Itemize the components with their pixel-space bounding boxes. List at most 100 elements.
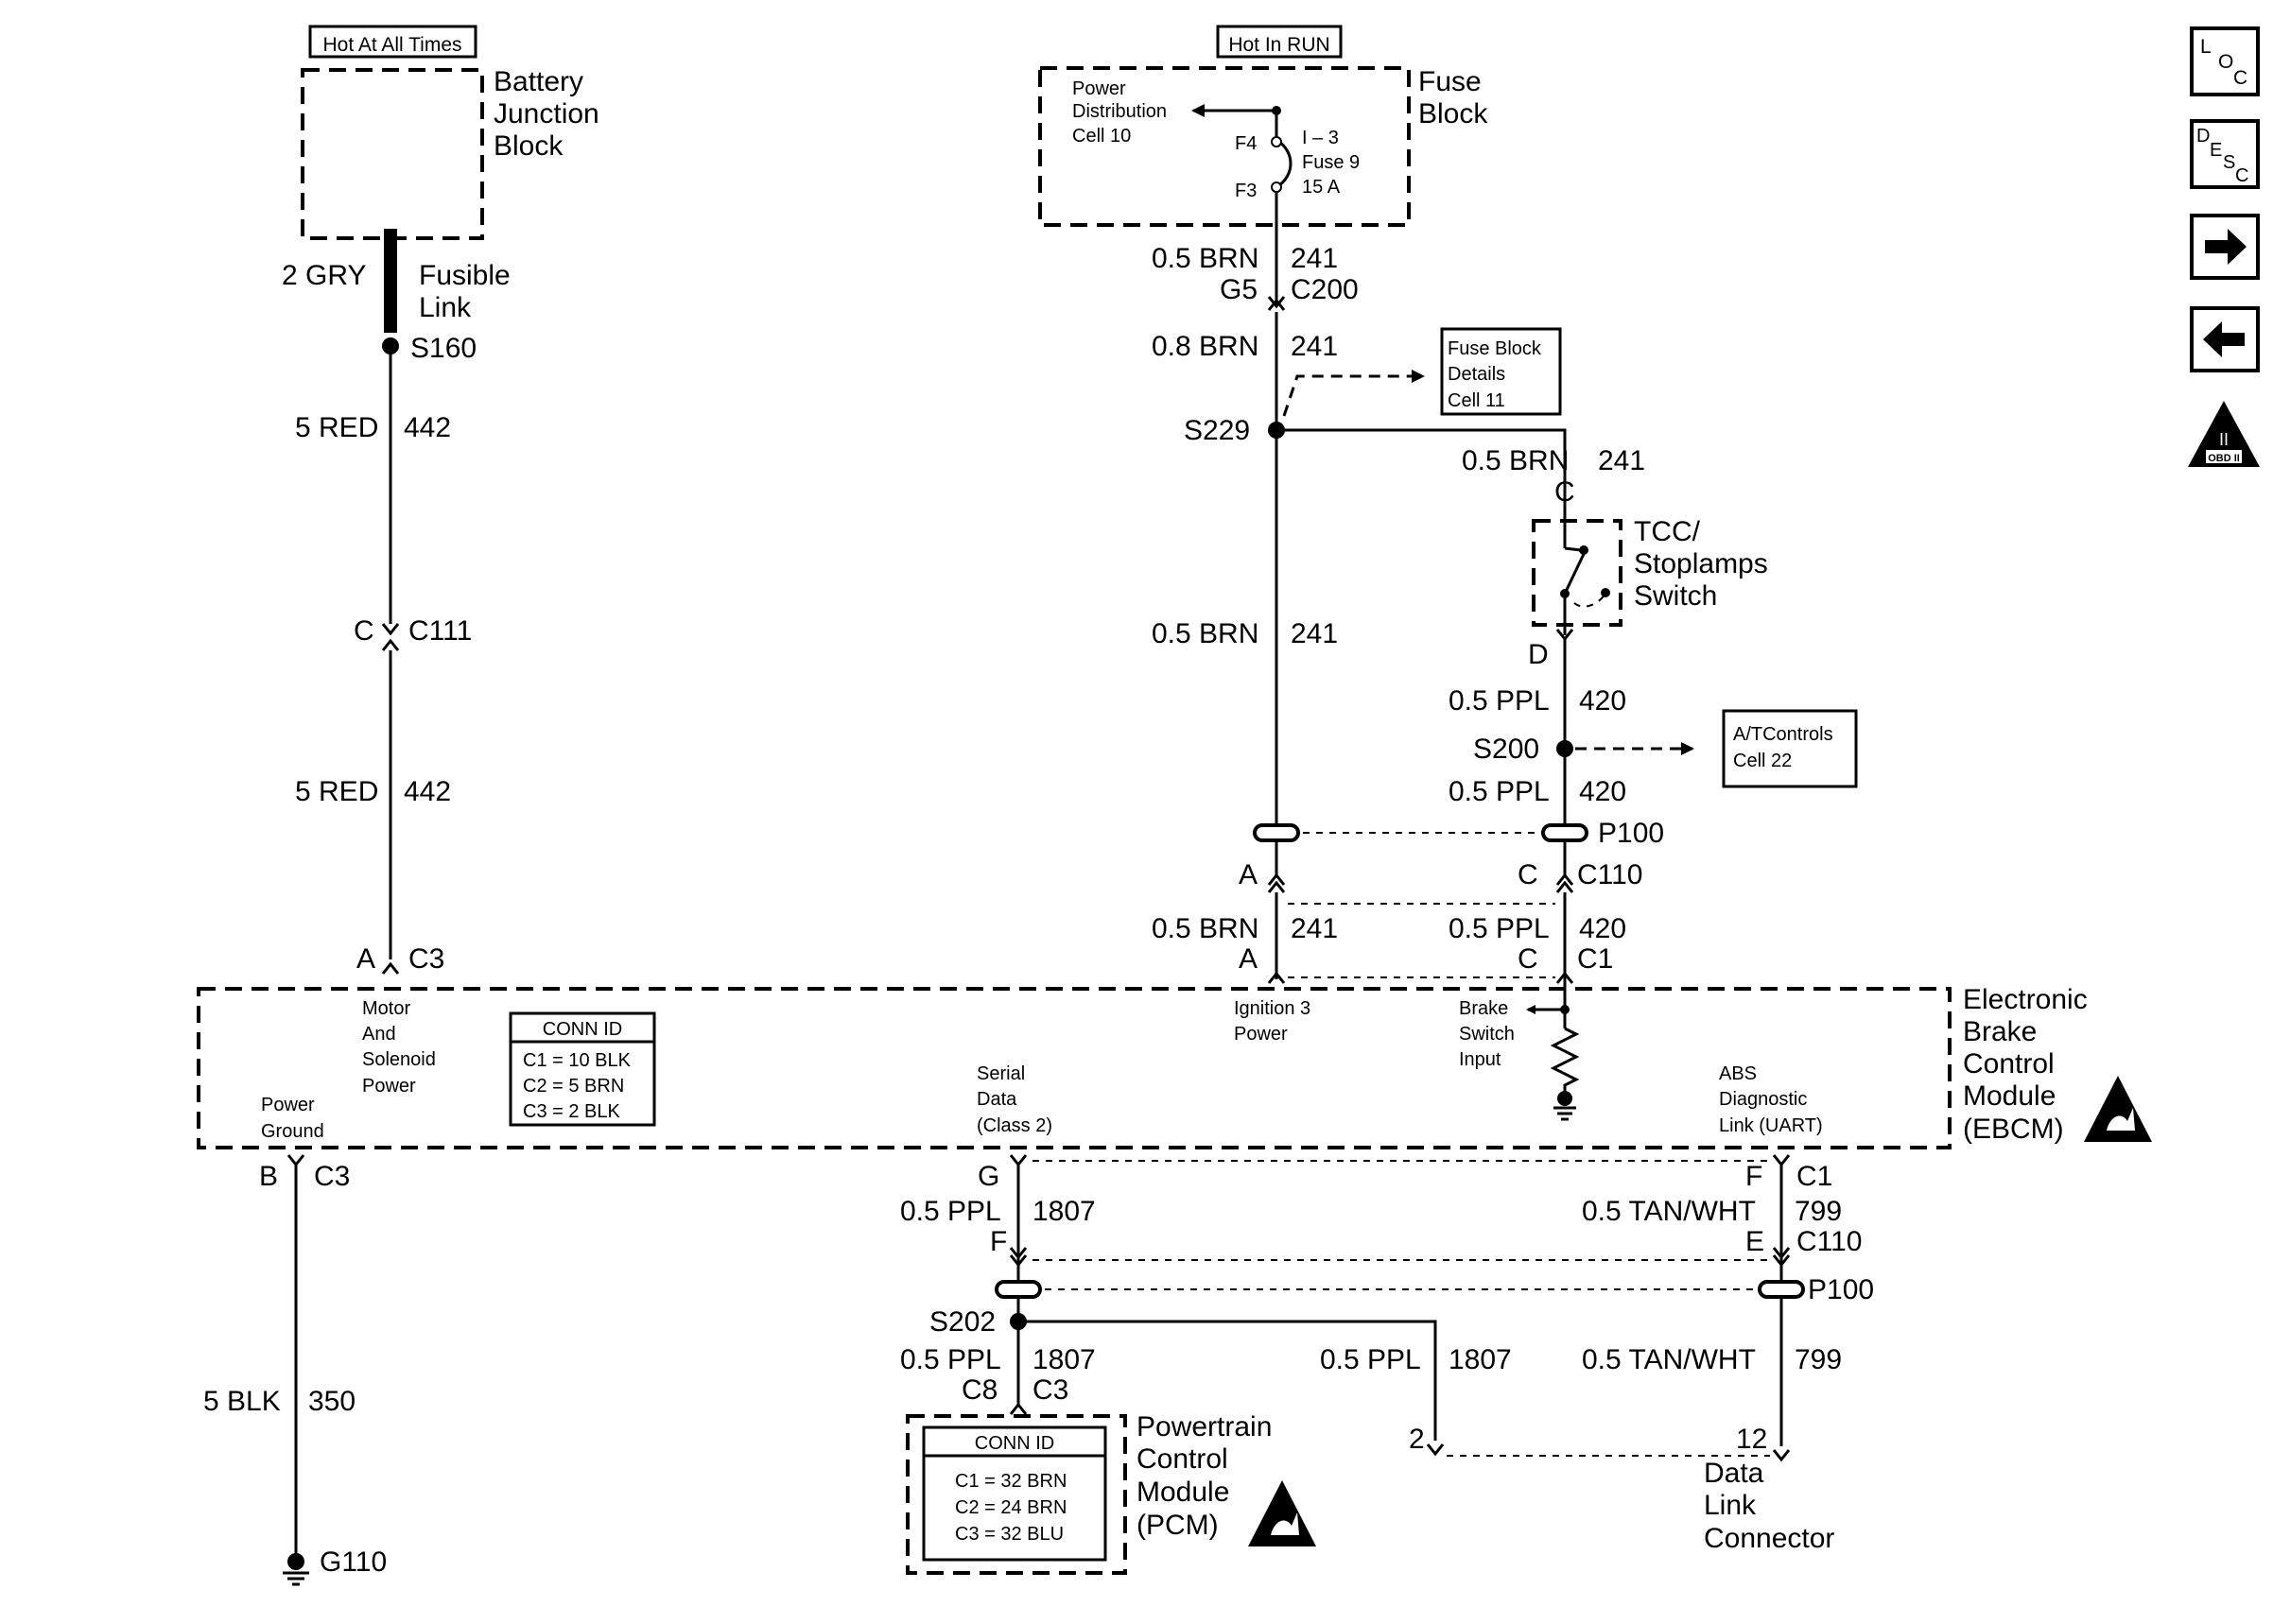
svg-text:Power: Power (261, 1095, 315, 1115)
uart-wire-label-2: 0.5 TAN/WHT (1582, 1344, 1756, 1375)
s229-label: S229 (1184, 415, 1250, 446)
obd-ii-button[interactable]: II OBD II (2188, 401, 2260, 467)
serial-pin-g: G (978, 1161, 999, 1192)
pcm-module-box (906, 1414, 1127, 1575)
svg-text:(PCM): (PCM) (1136, 1510, 1219, 1541)
svg-text:Cell 11: Cell 11 (1448, 390, 1505, 411)
obd-numeral: II (2219, 430, 2229, 449)
pcm-label: Powertrain Control Module (PCM) (1136, 1411, 1272, 1541)
serial-terminal-g (1009, 1154, 1028, 1167)
svg-text:Brake: Brake (1459, 998, 1508, 1019)
pcm-c3-label: C3 (1032, 1374, 1068, 1406)
ppl-wire-label-3: 0.5 PPL (1449, 913, 1550, 944)
svg-text:Module: Module (1963, 1080, 2056, 1112)
fuse-label-2: Fuse 9 (1302, 152, 1360, 173)
svg-text:Details: Details (1448, 364, 1505, 385)
brn-circuit-label-08: 241 (1291, 331, 1338, 362)
svg-text:Connector: Connector (1704, 1523, 1834, 1554)
c200-label: C200 (1291, 274, 1359, 305)
red-circuit-label-1: 442 (404, 412, 451, 443)
svg-text:Powertrain: Powertrain (1136, 1411, 1272, 1443)
c111-connector (381, 623, 400, 651)
svg-text:Diagnostic: Diagnostic (1719, 1089, 1807, 1110)
svg-text:C1 = 32 BRN: C1 = 32 BRN (955, 1471, 1067, 1492)
svg-text:Power: Power (1234, 1024, 1288, 1045)
p100-upper-passthrough (1253, 823, 1588, 842)
brn-wire-label-08: 0.8 BRN (1152, 331, 1258, 362)
fusible-link-label-1: Fusible (419, 260, 511, 291)
tcc-label-3: Switch (1634, 580, 1717, 612)
c111-label: C111 (408, 615, 472, 647)
c111-pin: C (354, 615, 374, 647)
tcc-switch-contacts (1563, 510, 1587, 595)
svg-text:Electronic: Electronic (1963, 984, 2088, 1015)
g5-pin: G5 (1220, 274, 1258, 305)
c1-pin-c: C (1518, 943, 1538, 975)
s200-label: S200 (1473, 734, 1539, 765)
brn-circuit-label-top: 241 (1291, 243, 1338, 274)
brn-circuit-label-mid: 241 (1291, 618, 1338, 649)
c200-connector (1267, 296, 1286, 311)
svg-text:Link (UART): Link (UART) (1719, 1115, 1823, 1136)
serial-circuit-label-2: 1807 (1032, 1344, 1096, 1375)
red-wire-label-1: 5 RED (295, 412, 378, 443)
brake-switch-input: Brake Switch Input (1459, 979, 1580, 1121)
fuse-label-1: I – 3 (1302, 128, 1339, 148)
svg-text:(EBCM): (EBCM) (1963, 1114, 2064, 1145)
pcm-pin-c8: C8 (962, 1374, 998, 1406)
s200-splice (1556, 740, 1573, 757)
svg-text:D: D (2196, 126, 2210, 147)
serial-branch-to-dlc (1018, 1320, 1437, 1441)
p100-upper-label: P100 (1598, 818, 1664, 849)
svg-text:C2 = 24 BRN: C2 = 24 BRN (955, 1497, 1067, 1518)
svg-text:Link: Link (1704, 1490, 1757, 1521)
ppl-wire-label-2: 0.5 PPL (1449, 776, 1550, 807)
location-button[interactable]: L O C (2190, 26, 2260, 96)
arrow-right-icon (2205, 229, 2247, 265)
tcc-stoplamps-switch (1532, 519, 1622, 627)
ppl-circuit-label-2: 420 (1579, 776, 1626, 807)
tcc-pin-d: D (1528, 639, 1549, 670)
dlc-pin-12: 12 (1736, 1424, 1767, 1455)
svg-text:C3 = 32 BLU: C3 = 32 BLU (955, 1524, 1064, 1545)
ebcm-conn-id-table: CONN ID C1 = 10 BLK C2 = 5 BRN C3 = 2 BL… (509, 1011, 656, 1127)
c1-pin-a: A (1239, 943, 1258, 975)
svg-text:Cell 10: Cell 10 (1072, 126, 1131, 147)
svg-text:C: C (2235, 165, 2248, 186)
svg-text:Brake: Brake (1963, 1016, 2037, 1047)
svg-text:C1 = 10 BLK: C1 = 10 BLK (523, 1050, 632, 1071)
next-page-button[interactable] (2190, 214, 2260, 280)
tcc-circuit-label: 241 (1598, 445, 1645, 476)
svg-text:Data: Data (977, 1089, 1017, 1110)
previous-page-button[interactable] (2190, 306, 2260, 372)
ppl-wire-label-1: 0.5 PPL (1449, 685, 1550, 717)
tcc-label-1: TCC/ (1634, 516, 1701, 547)
svg-text:Distribution: Distribution (1072, 101, 1167, 122)
description-button[interactable]: D E S C (2190, 119, 2260, 189)
svg-text:Input: Input (1459, 1049, 1501, 1070)
svg-text:Junction: Junction (494, 98, 599, 130)
c1-upper-connector (1267, 971, 1574, 984)
svg-text:Hot In RUN: Hot In RUN (1228, 34, 1329, 56)
fusible-link-label-2: Link (419, 292, 472, 323)
serial-circuit-label-1: 1807 (1032, 1196, 1096, 1227)
svg-text:Hot At All Times: Hot At All Times (322, 34, 461, 56)
svg-text:Power: Power (1072, 78, 1126, 99)
fuse-9 (1275, 111, 1293, 225)
svg-text:(Class 2): (Class 2) (977, 1115, 1052, 1136)
pcm-conn-id-table: CONN ID C1 = 32 BRN C2 = 24 BRN C3 = 32 … (922, 1425, 1107, 1562)
svg-text:CONN ID: CONN ID (543, 1019, 622, 1040)
red-wire-label-2: 5 RED (295, 776, 378, 807)
fusible-link-wire-label: 2 GRY (282, 260, 367, 291)
svg-text:ABS: ABS (1719, 1063, 1757, 1084)
svg-text:Control: Control (1136, 1443, 1228, 1475)
svg-text:Fuse Block: Fuse Block (1448, 338, 1542, 359)
ignition-3-power-label: Ignition 3 Power (1234, 998, 1310, 1045)
tcc-label-2: Stoplamps (1634, 548, 1768, 579)
brn-wire-label-low: 0.5 BRN (1152, 913, 1258, 944)
p100-lower-passthrough (995, 1280, 1805, 1299)
svg-text:L: L (2200, 36, 2212, 58)
dlc-serial-circuit-label: 1807 (1449, 1344, 1512, 1375)
svg-text:O: O (2218, 51, 2233, 73)
svg-text:Block: Block (494, 130, 564, 162)
